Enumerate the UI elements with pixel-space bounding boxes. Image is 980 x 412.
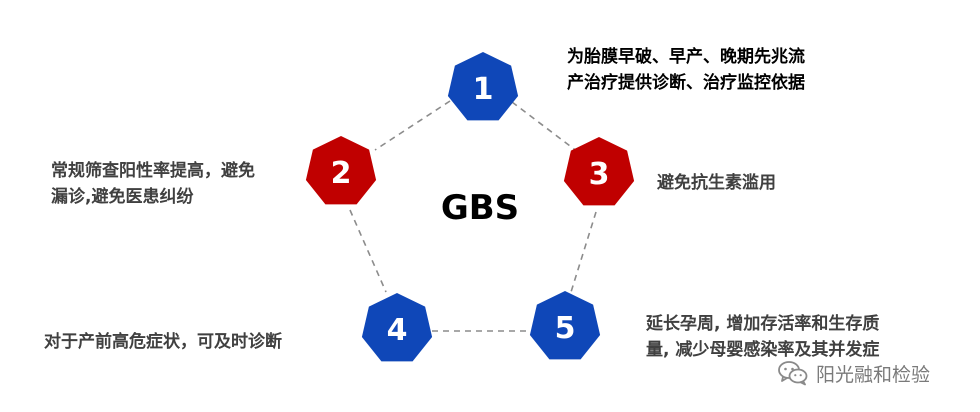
node-4-number: 4 [387,313,408,348]
node-1-number: 1 [473,72,494,107]
note-node-1-line-2: 产治疗提供诊断、治疗监控依据 [567,73,805,93]
note-node-5: 延长孕周, 增加存活率和生存质 量, 减少母婴感染率及其并发症 [646,311,879,363]
note-node-3-line-1: 避免抗生素滥用 [657,173,776,193]
node-2: 2 [305,136,377,205]
connector-lines [349,100,597,332]
node-2-heptagon [305,136,377,205]
connector-3-5 [570,211,597,293]
note-node-4: 对于产前高危症状，可及时诊断 [44,329,282,355]
watermark: 阳光融和检验 [778,358,931,388]
connector-1-3 [511,101,579,153]
node-1: 1 [447,52,519,121]
wechat-icon [778,361,808,386]
node-2-number: 2 [331,156,352,191]
note-node-2-line-1: 常规筛查阳性率提高，避免 [51,161,255,181]
note-node-3: 避免抗生素滥用 [657,170,776,196]
connector-2-4 [349,209,387,293]
node-3-number: 3 [589,157,610,192]
center-label-gbs: GBS [440,188,520,228]
note-node-2: 常规筛查阳性率提高，避免 漏诊,避免医患纠纷 [51,158,255,210]
node-4: 4 [361,293,433,362]
note-node-2-line-2: 漏诊,避免医患纠纷 [51,187,194,207]
watermark-text: 阳光融和检验 [816,363,931,386]
connector-1-2 [374,100,451,151]
node-4-heptagon [361,293,433,362]
note-node-5-line-1: 延长孕周, 增加存活率和生存质 [646,314,880,334]
note-node-1-line-1: 为胎膜早破、早产、晚期先兆流 [567,47,805,67]
node-3-heptagon [563,137,635,206]
note-node-5-line-2: 量, 减少母婴感染率及其并发症 [646,340,880,360]
node-5-heptagon [529,291,601,360]
node-5: 5 [529,291,601,360]
node-3: 3 [563,137,635,206]
node-1-heptagon [447,52,519,121]
note-node-1: 为胎膜早破、早产、晚期先兆流 产治疗提供诊断、治疗监控依据 [567,44,805,96]
note-node-4-line-1: 对于产前高危症状，可及时诊断 [44,332,282,352]
node-5-number: 5 [555,311,576,346]
